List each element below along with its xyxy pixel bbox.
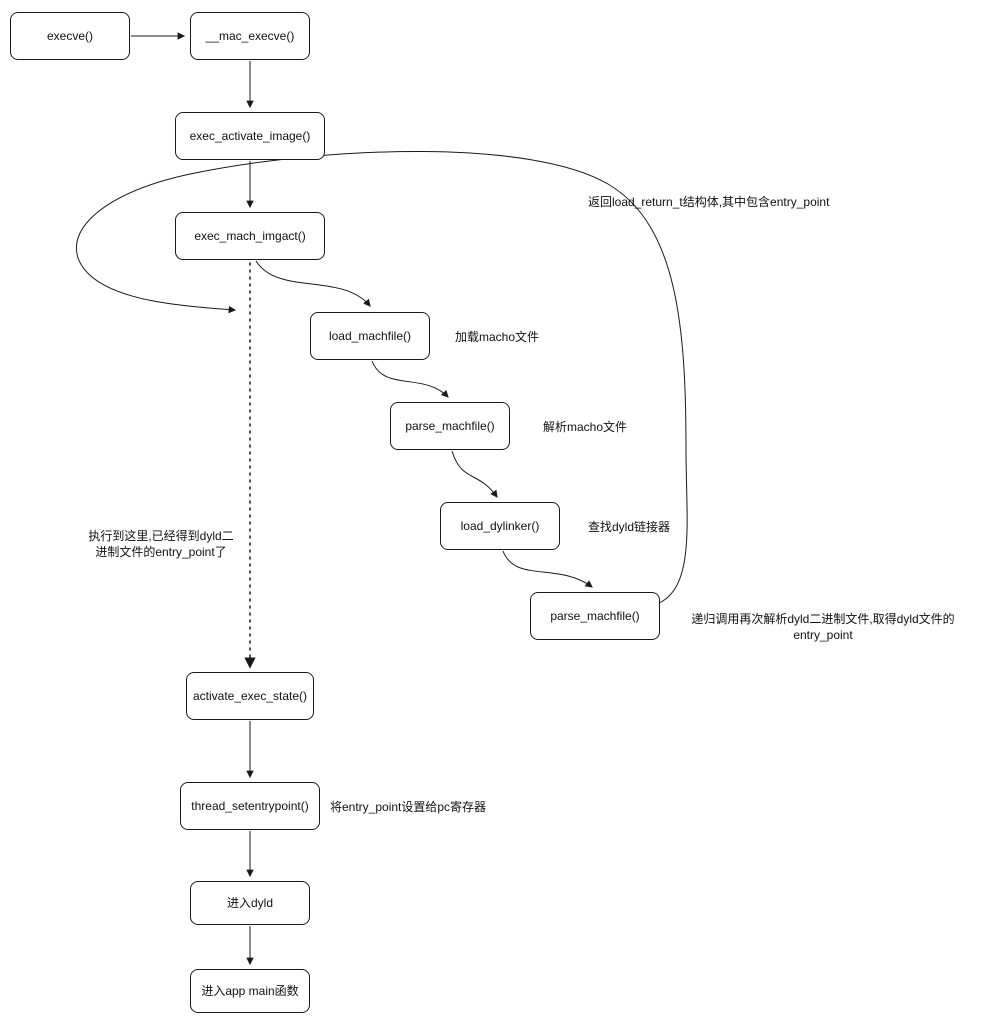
annotation-reached-here: 执行到这里,已经得到dyld二 进制文件的entry_point了	[88, 529, 234, 560]
node-exec-activate-image: exec_activate_image()	[175, 112, 325, 160]
node-activate-exec-state: activate_exec_state()	[186, 672, 314, 720]
node-parse-machfile: parse_machfile()	[390, 402, 510, 450]
arrow-load-machfile-to-parse-machfile	[371, 360, 449, 398]
node-thread-setentrypoint: thread_setentrypoint()	[180, 782, 320, 830]
annotation-set-pc: 将entry_point设置给pc寄存器	[330, 800, 487, 814]
arrow-return-entry-point-loop	[75, 150, 688, 605]
node-enter-app-main: 进入app main函数	[190, 969, 310, 1013]
arrow-parse-machfile-to-load-dylinker	[451, 450, 498, 498]
node-execve: execve()	[10, 12, 130, 60]
node-parse-machfile-2: parse_machfile()	[530, 592, 660, 640]
node-load-machfile: load_machfile()	[310, 312, 430, 360]
annotation-load-macho: 加载macho文件	[455, 330, 540, 344]
arrow-load-dylinker-to-parse-machfile-2	[502, 550, 593, 588]
annotation-recursive-parse: 递归调用再次解析dyld二进制文件,取得dyld文件的 entry_point	[691, 612, 955, 643]
node-mac-execve: __mac_execve()	[190, 12, 310, 60]
node-load-dylinker: load_dylinker()	[440, 502, 560, 550]
annotation-find-dyld: 查找dyld链接器	[588, 520, 671, 534]
annotation-return-load-return-t: 返回load_return_t结构体,其中包含entry_point	[588, 195, 830, 209]
arrow-exec-mach-imgact-to-load-machfile	[255, 260, 371, 307]
annotation-parse-macho: 解析macho文件	[543, 420, 628, 434]
node-exec-mach-imgact: exec_mach_imgact()	[175, 212, 325, 260]
node-enter-dyld: 进入dyld	[190, 881, 310, 925]
